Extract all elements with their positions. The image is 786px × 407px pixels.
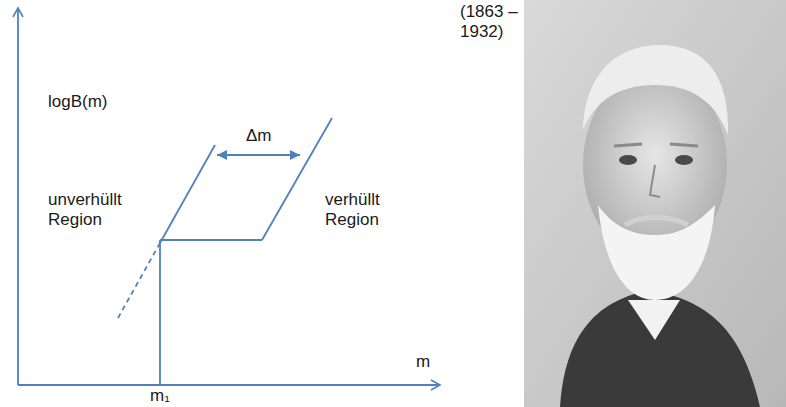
delta-label: Δm bbox=[246, 126, 286, 146]
y-axis bbox=[17, 8, 19, 385]
x-axis bbox=[18, 384, 440, 386]
dashed-extension bbox=[118, 243, 160, 318]
step-vertical bbox=[159, 240, 161, 385]
axis-label: m bbox=[416, 352, 446, 372]
portrait-photo bbox=[524, 0, 786, 407]
region-label: verhüllt Region bbox=[325, 190, 405, 230]
delta-arrow bbox=[217, 154, 300, 156]
region-label: unverhüllt Region bbox=[48, 190, 136, 230]
unveiled-line bbox=[160, 145, 215, 243]
veiled-line bbox=[262, 118, 332, 240]
step-horizontal bbox=[160, 239, 262, 241]
axis-label: logB(m) bbox=[48, 92, 138, 112]
tick-label: m₁ bbox=[150, 386, 180, 406]
date-label: (1863 – 1932) bbox=[460, 2, 522, 42]
